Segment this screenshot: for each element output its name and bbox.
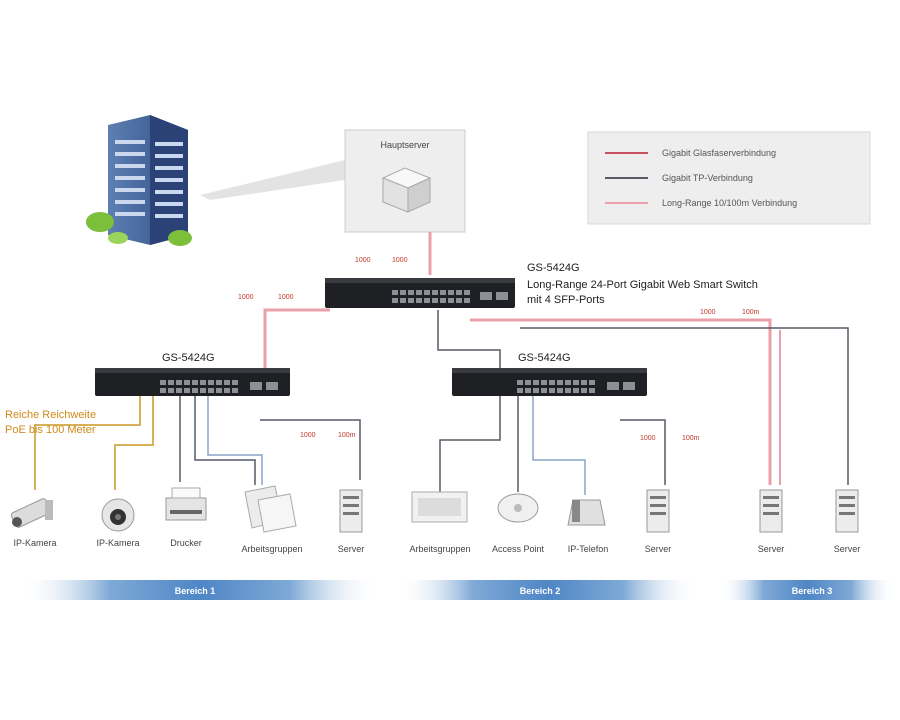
- zone-band-2: Bereich 2: [398, 580, 698, 600]
- link-main-left: [263, 308, 330, 368]
- device-label-server2: Server: [645, 544, 672, 554]
- link-left-ipcam2: [114, 395, 154, 490]
- device-label-ipphone: IP-Telefon: [568, 544, 609, 554]
- annotation-line-1: Reiche Reichweite: [5, 409, 96, 421]
- hq-label: Hauptserver: [380, 140, 429, 150]
- legend-label-fiber: Gigabit Glasfaserverbindung: [662, 148, 776, 158]
- annotation-line-2: PoE bis 100 Meter: [5, 424, 96, 436]
- bullet-camera-icon: [10, 498, 53, 528]
- device-ipcam2: IP-Kamera: [96, 498, 140, 548]
- zone-band-3: Bereich 3: [720, 580, 895, 600]
- link-main-right: [437, 310, 501, 368]
- dome-camera-icon: [101, 498, 135, 532]
- main-switch: GS-5424G Long-Range 24-Port Gigabit Web …: [325, 262, 758, 308]
- device-server2: Server: [645, 489, 672, 554]
- label-uplink-top-b: 1000: [392, 257, 408, 264]
- link-main-server3: [470, 318, 772, 485]
- connections: [34, 232, 849, 495]
- zone-label-3: Bereich 3: [792, 586, 833, 596]
- link-left-ap: [194, 395, 256, 485]
- device-label-ap-left: Arbeitsgruppen: [241, 544, 302, 554]
- device-label-ipcam2: IP-Kamera: [96, 538, 139, 548]
- device-label-ipcam1: IP-Kamera: [13, 538, 56, 548]
- label-left-server-a: 1000: [300, 432, 316, 439]
- link-right-phone: [532, 395, 586, 495]
- link-right-server2: [620, 419, 666, 485]
- device-label-ap-dome: Access Point: [492, 544, 545, 554]
- link-left-ipcam1: [34, 395, 141, 490]
- device-label-drucker: Drucker: [170, 538, 202, 548]
- device-label-ap-right: Arbeitsgruppen: [409, 544, 470, 554]
- legend-label-tp: Gigabit TP-Verbindung: [662, 173, 753, 183]
- ip-phone-icon: [567, 499, 606, 526]
- legend-label-longrange: Long-Range 10/100m Verbindung: [662, 198, 797, 208]
- right-switch: GS-5424G: [452, 352, 647, 396]
- workgroup-icon: [244, 485, 297, 533]
- label-uplink-right-b: 100m: [742, 309, 760, 316]
- zone-band-1: Bereich 1: [20, 580, 380, 600]
- printer-icon: [165, 487, 207, 521]
- legend: Gigabit Glasfaserverbindung Gigabit TP-V…: [587, 131, 871, 225]
- label-left-server-b: 100m: [338, 432, 356, 439]
- server-tower-icon: [759, 489, 783, 533]
- device-ap-right: Arbeitsgruppen: [409, 491, 471, 554]
- server-box-icon: [381, 167, 432, 213]
- main-switch-desc-1: Long-Range 24-Port Gigabit Web Smart Swi…: [527, 279, 758, 291]
- device-ipphone: IP-Telefon: [567, 499, 609, 554]
- building-connector: [200, 160, 345, 200]
- link-left-server1: [260, 419, 361, 480]
- device-ap-left: Arbeitsgruppen: [241, 485, 303, 554]
- link-left-ap2: [207, 395, 263, 485]
- device-server1: Server: [338, 489, 365, 554]
- device-server3: Server: [758, 489, 785, 554]
- label-uplink-left-a: 1000: [238, 294, 254, 301]
- label-uplink-right-a: 1000: [700, 309, 716, 316]
- label-uplink-top-a: 1000: [355, 257, 371, 264]
- device-server4: Server: [834, 489, 861, 554]
- workgroup-icon: [411, 491, 468, 523]
- zone-label-2: Bereich 2: [520, 586, 561, 596]
- hq-box: Hauptserver: [344, 129, 466, 233]
- link-labels: 1000 1000 1000 1000 1000 100m 1000 100m …: [238, 257, 760, 442]
- label-uplink-left-b: 1000: [278, 294, 294, 301]
- server-tower-icon: [646, 489, 670, 533]
- left-switch-model: GS-5424G: [162, 352, 215, 364]
- device-label-server3: Server: [758, 544, 785, 554]
- link-right-ap: [439, 395, 501, 492]
- access-point-icon: [497, 493, 539, 523]
- right-switch-model: GS-5424G: [518, 352, 571, 364]
- device-ap-dome: Access Point: [492, 493, 545, 554]
- left-switch: GS-5424G: [95, 352, 290, 396]
- annotation: Reiche Reichweite PoE bis 100 Meter: [5, 409, 96, 436]
- device-drucker: Drucker: [165, 487, 207, 548]
- server-tower-icon: [835, 489, 859, 533]
- device-label-server1: Server: [338, 544, 365, 554]
- main-switch-desc-2: mit 4 SFP-Ports: [527, 294, 605, 306]
- main-switch-model: GS-5424G: [527, 262, 580, 274]
- device-label-server4: Server: [834, 544, 861, 554]
- link-main-server4: [520, 327, 849, 485]
- device-ipcam1: IP-Kamera: [10, 498, 57, 548]
- server-tower-icon: [339, 489, 363, 533]
- label-right-server-a: 1000: [640, 435, 656, 442]
- building-icon: [86, 115, 192, 246]
- zone-label-1: Bereich 1: [175, 586, 216, 596]
- label-right-server-b: 100m: [682, 435, 700, 442]
